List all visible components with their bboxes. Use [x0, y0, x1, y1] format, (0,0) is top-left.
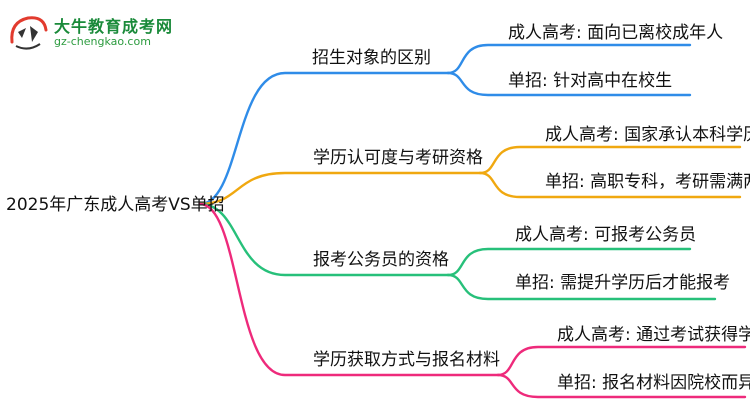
leaf-label-2-1: 成人高考: 国家承认本科学历 — [545, 125, 750, 145]
leaf-connector-3-2 — [446, 273, 717, 301]
branch-connector-1 — [198, 71, 450, 206]
branch-label-1: 招生对象的区别 — [312, 48, 431, 68]
branch-label-2: 学历认可度与考研资格 — [313, 148, 483, 168]
branch-connector-2 — [198, 171, 482, 206]
logo-mascot-icon — [10, 16, 48, 50]
leaf-label-1-2: 单招: 针对高中在校生 — [508, 71, 673, 91]
leaf-label-4-1: 成人高考: 通过考试获得学历 — [557, 325, 750, 345]
leaf-label-3-1: 成人高考: 可报考公务员 — [515, 225, 697, 245]
branch-label-3: 报考公务员的资格 — [313, 250, 449, 270]
branch-label-4: 学历获取方式与报名材料 — [313, 350, 500, 370]
site-logo[interactable]: 大牛教育成考网 gz-chengkao.com — [8, 10, 178, 54]
leaf-connector-4-2 — [496, 373, 747, 399]
leaf-connector-1-2 — [446, 71, 692, 97]
leaf-connector-1-1 — [446, 43, 692, 75]
leaf-label-2-2: 单招: 高职专科，考研需满两年 — [545, 172, 750, 192]
leaf-connector-2-2 — [478, 171, 742, 199]
leaf-connector-4-1 — [496, 345, 747, 377]
branch-connector-3 — [198, 202, 450, 277]
branch-connector-4 — [198, 202, 500, 377]
leaf-label-4-2: 单招: 报名材料因院校而异 — [557, 373, 750, 393]
leaf-label-1-1: 成人高考: 面向已离校成年人 — [508, 23, 724, 43]
leaf-connector-3-1 — [446, 247, 692, 277]
logo-title: 大牛教育成考网 — [54, 17, 174, 36]
root-node-label: 2025年广东成人高考VS单招 — [6, 195, 225, 215]
leaf-connector-2-1 — [478, 145, 742, 175]
logo-url: gz-chengkao.com — [54, 35, 151, 48]
leaf-label-3-2: 单招: 需提升学历后才能报考 — [515, 273, 731, 293]
